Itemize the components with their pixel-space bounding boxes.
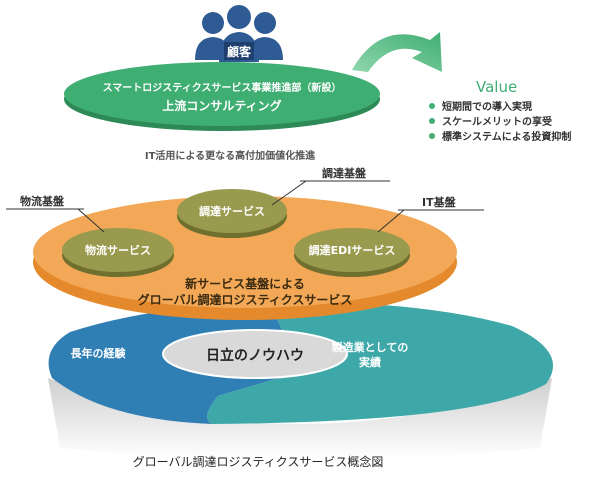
it-caption: IT活用による更なる高付加価値化推進: [145, 149, 316, 162]
value-item: 短期間での導入実現: [442, 100, 532, 113]
consulting-subtitle: 上流コンサルティング: [162, 98, 281, 113]
pedestal-shadow: [48, 378, 552, 459]
edi-service-oval: [294, 228, 410, 272]
manufacturing-label-line1: 製造業としての: [331, 340, 409, 354]
value-item: スケールメリットの享受: [442, 115, 552, 128]
logistics-service-oval: [62, 228, 174, 272]
consulting-oval: [64, 62, 380, 126]
procurement-base-label: 調達基盤: [322, 166, 367, 180]
manufacturing-label-line2: 実績: [359, 355, 381, 369]
it-base-label: IT基盤: [422, 195, 457, 209]
value-panel: Value 短期間での導入実現 スケールメリットの享受 標準システムによる投資抑…: [429, 78, 571, 143]
logistics-service-label: 物流サービス: [85, 243, 151, 257]
value-arrow: [352, 32, 442, 72]
hitachi-knowhow-label: 日立のノウハウ: [206, 347, 304, 364]
curved-arrow-icon: [352, 32, 442, 72]
platform-center-line1: 新サービス基盤による: [185, 276, 305, 291]
experience-label: 長年の経験: [71, 346, 127, 360]
bottom-platform: 長年の経験 日立のノウハウ 製造業としての 実績: [48, 301, 554, 459]
edi-service-label: 調達EDIサービス: [309, 243, 396, 257]
logistics-base-label: 物流基盤: [20, 194, 65, 208]
customer-label: 顧客: [227, 44, 252, 59]
procurement-service-oval: [177, 189, 287, 233]
base-labels: 調達基盤 物流基盤 IT基盤: [6, 166, 484, 233]
it-base-leader: [377, 209, 405, 233]
value-bullet-icon: [429, 103, 435, 109]
procurement-base-leader: [271, 180, 307, 206]
logistics-base-leader: [77, 208, 105, 233]
value-item: 標準システムによる投資抑制: [442, 130, 571, 143]
value-title: Value: [476, 78, 517, 96]
value-bullet-icon: [429, 133, 435, 139]
middle-platform: 調達サービス 物流サービス 調達EDIサービス 新サービス基盤による グローバル…: [33, 189, 457, 320]
people-group-icon: [195, 5, 283, 62]
consulting-layer: スマートロジスティクスサービス事業推進部（新設） 上流コンサルティング: [64, 62, 380, 131]
value-bullet-icon: [429, 118, 435, 124]
figure-caption: グローバル調達ロジスティクスサービス概念図: [133, 454, 384, 469]
platform-center-line2: グローバル調達ロジスティクスサービス: [138, 292, 353, 307]
consulting-title: スマートロジスティクスサービス事業推進部（新設）: [103, 81, 342, 94]
middle-platform-top: [33, 196, 457, 308]
procurement-service-label: 調達サービス: [199, 204, 265, 218]
hitachi-knowhow-oval: [162, 329, 348, 379]
